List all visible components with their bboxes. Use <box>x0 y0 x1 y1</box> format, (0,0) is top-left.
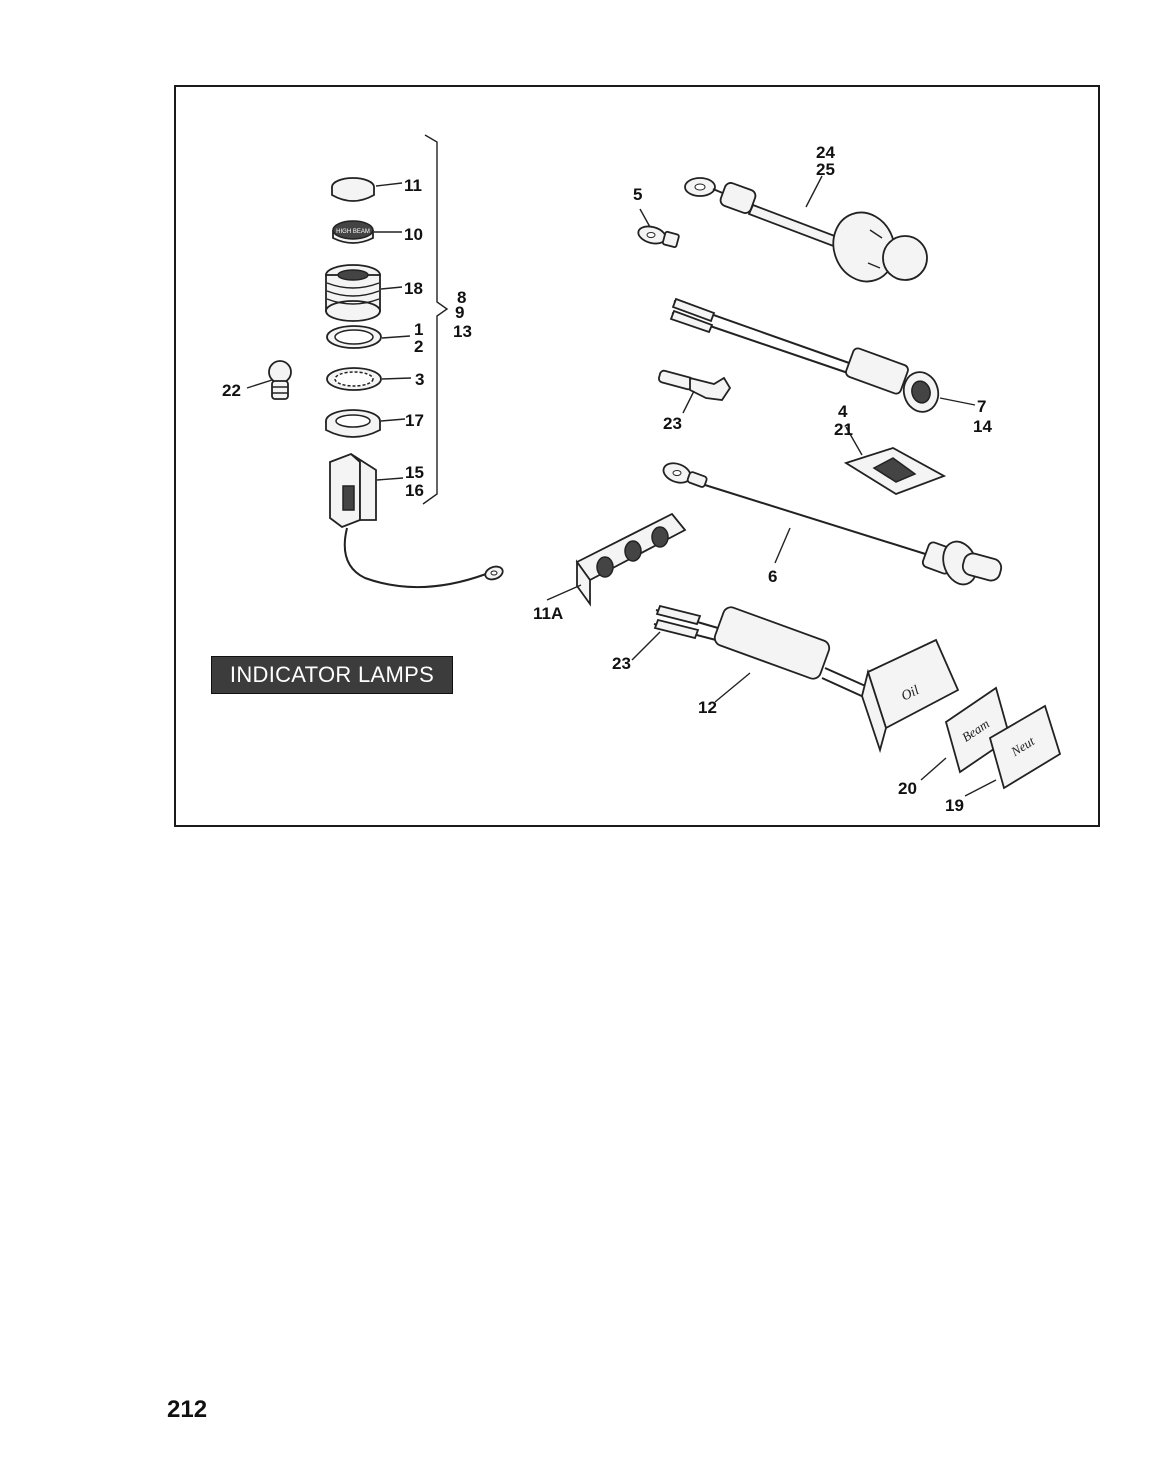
lens-4-21 <box>843 447 947 495</box>
nut-17 <box>325 409 381 438</box>
leader-5 <box>639 208 651 228</box>
callout-24: 24 <box>816 143 835 162</box>
section-banner: INDICATOR LAMPS <box>211 656 453 694</box>
callout-22: 22 <box>222 381 241 400</box>
callout-1: 1 <box>414 320 423 339</box>
callout-20: 20 <box>898 779 917 798</box>
lamp-assembly-12: Oil <box>653 604 960 754</box>
leader-23-lower <box>631 631 661 661</box>
callout-11A: 11A <box>533 604 563 623</box>
callout-9: 9 <box>455 303 464 322</box>
diagram-frame <box>174 85 1100 827</box>
banner-title: INDICATOR LAMPS <box>229 662 435 687</box>
group-bracket <box>422 134 449 505</box>
oil-label: Oil <box>899 683 922 704</box>
left-leaders <box>246 182 412 481</box>
callout-16: 16 <box>405 481 424 500</box>
callout-23-upper: 23 <box>663 414 682 433</box>
callout-2: 2 <box>414 337 423 356</box>
callout-21: 21 <box>834 420 853 439</box>
callout-17: 17 <box>405 411 424 430</box>
terminal-23-upper <box>658 369 732 401</box>
callout-7: 7 <box>977 397 986 416</box>
high-beam-label: HIGH BEAM <box>336 229 370 235</box>
callout-6: 6 <box>768 567 777 586</box>
callout-11: 11 <box>404 176 422 195</box>
neut-lens-19: Neut <box>988 704 1062 790</box>
washer-1-2 <box>326 325 382 349</box>
socket-15-16 <box>329 452 377 529</box>
socket-wire-6 <box>662 462 1003 586</box>
callout-25: 25 <box>816 160 835 179</box>
callout-19: 19 <box>945 796 964 815</box>
callout-15: 15 <box>405 463 424 482</box>
leader-23-upper <box>682 390 695 414</box>
leader-24 <box>805 175 823 208</box>
callout-12: 12 <box>698 698 717 717</box>
callout-10: 10 <box>404 225 423 244</box>
page-number: 212 <box>167 1396 208 1423</box>
ring-terminal-left <box>484 565 504 581</box>
callout-4: 4 <box>838 402 848 421</box>
leader-19 <box>964 779 997 797</box>
callout-23-lower: 23 <box>612 654 631 673</box>
callout-18: 18 <box>404 279 423 298</box>
leader-11A <box>546 584 582 601</box>
socket-bulb-24-25 <box>684 177 928 283</box>
leader-7 <box>939 397 976 406</box>
callout-8: 8 <box>457 288 466 307</box>
high-beam-lens-10: HIGH BEAM <box>332 220 374 244</box>
bulb-22 <box>268 360 292 400</box>
callout-13: 13 <box>453 322 472 341</box>
lockwasher-3 <box>326 367 382 391</box>
leader-6 <box>774 527 791 564</box>
ring-terminal-5 <box>637 225 680 249</box>
callout-5: 5 <box>633 185 642 204</box>
threaded-bezel-18 <box>325 264 381 322</box>
callout-3: 3 <box>415 370 424 389</box>
lens-plate-11A <box>575 512 687 607</box>
leader-4 <box>845 426 863 456</box>
leader-12 <box>714 672 751 703</box>
pigtail-wire <box>343 527 487 589</box>
leader-20 <box>920 757 947 781</box>
lens-cap-11 <box>331 177 375 202</box>
callout-14: 14 <box>973 417 992 436</box>
socket-harness-7-14 <box>669 297 940 413</box>
